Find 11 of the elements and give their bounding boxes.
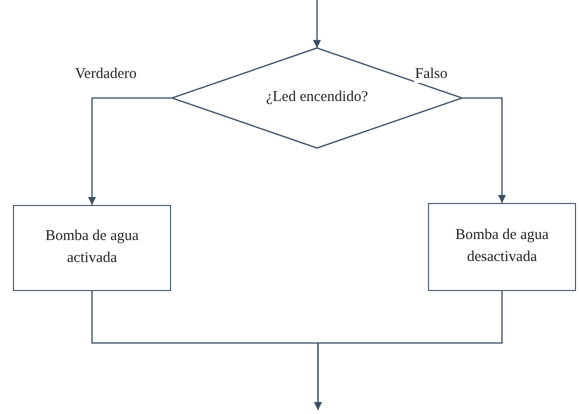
arrow (314, 291, 503, 410)
edge-label: Falso (414, 66, 449, 83)
arrow (88, 97, 172, 205)
process-box (428, 203, 576, 291)
arrow (313, 0, 321, 48)
node-text: Bomba de agua activada (44, 227, 140, 268)
node-text: ¿Led encendido? (266, 88, 368, 108)
arrow (462, 97, 506, 203)
node-text: Bomba de agua desactivada (454, 226, 550, 267)
process-box (13, 205, 171, 291)
decision-diamond (172, 48, 462, 148)
